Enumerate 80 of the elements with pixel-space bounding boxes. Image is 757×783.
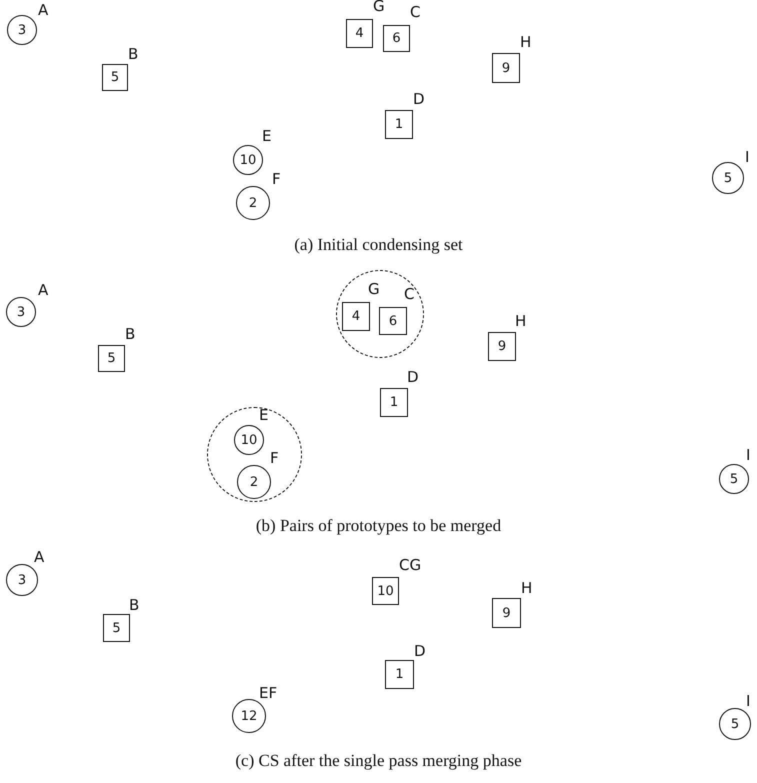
count-label: 6 — [392, 32, 401, 45]
prototype-label: C — [410, 5, 420, 20]
prototype-label: E — [262, 129, 272, 144]
count-label: 4 — [352, 310, 360, 323]
prototype-circle — [719, 708, 751, 740]
prototype-label: I — [746, 448, 750, 463]
prototype-square — [346, 19, 373, 48]
count-label: 5 — [730, 718, 740, 730]
prototype-label: B — [128, 47, 138, 62]
count-label: 3 — [18, 24, 26, 36]
count-label: 5 — [730, 472, 738, 486]
prototype-label: H — [515, 314, 526, 329]
prototype-label: A — [34, 550, 44, 565]
prototype-square — [380, 388, 408, 417]
prototype-label: EF — [259, 686, 278, 701]
prototype-label: F — [270, 451, 279, 466]
prototype-square — [379, 307, 407, 335]
prototype-label: D — [414, 644, 426, 659]
prototype-label: CG — [399, 558, 422, 573]
count-label: 1 — [394, 118, 404, 131]
prototype-circle — [7, 15, 37, 45]
prototype-label: D — [407, 370, 419, 385]
prototype-square — [342, 302, 370, 331]
count-label: 2 — [250, 476, 258, 488]
prototype-label: A — [38, 3, 48, 18]
prototype-circle — [234, 425, 264, 455]
prototype-square — [372, 577, 399, 605]
prototype-circle — [232, 699, 266, 733]
count-label: 1 — [395, 668, 404, 681]
count-label: 10 — [240, 434, 258, 446]
prototype-label: B — [125, 327, 136, 342]
prototype-circle — [237, 465, 271, 499]
prototype-circle — [719, 464, 749, 494]
prototype-label: D — [413, 92, 425, 107]
prototype-label: A — [38, 283, 48, 298]
prototype-square — [385, 110, 413, 139]
count-label: 1 — [390, 396, 398, 409]
count-label: 9 — [502, 62, 510, 74]
prototype-square — [383, 25, 410, 52]
count-label: 5 — [110, 71, 120, 84]
count-label: 12 — [240, 710, 258, 722]
count-label: 2 — [248, 196, 258, 210]
count-label: 3 — [18, 574, 26, 586]
prototype-label: H — [521, 581, 532, 596]
subfigure-caption: (c) CS after the single pass merging phase — [235, 751, 522, 770]
merge-group-circle — [336, 270, 424, 358]
prototype-label: F — [272, 172, 281, 187]
prototype-circle — [6, 297, 36, 327]
prototype-label: I — [745, 150, 750, 165]
merge-group-circle — [207, 407, 302, 502]
count-label: 10 — [377, 584, 394, 598]
prototype-label: E — [259, 408, 268, 423]
prototype-square — [492, 598, 521, 628]
count-label: 5 — [107, 352, 116, 365]
prototype-label: H — [520, 35, 532, 50]
prototype-label: G — [368, 282, 380, 297]
prototype-label: B — [129, 598, 140, 613]
prototype-label: I — [746, 694, 750, 709]
count-label: 4 — [355, 27, 364, 40]
subfigure-caption: (a) Initial condensing set — [294, 235, 463, 254]
prototype-circle — [236, 186, 270, 220]
prototype-circle — [6, 564, 38, 596]
subfigure-caption: (b) Pairs of prototypes to be merged — [256, 516, 502, 535]
count-label: 9 — [498, 340, 506, 353]
count-label: 10 — [240, 154, 256, 166]
prototype-label: G — [373, 0, 385, 14]
count-label: 6 — [388, 314, 398, 328]
prototype-square — [385, 660, 414, 689]
count-label: 5 — [724, 172, 732, 184]
prototype-circle — [233, 145, 263, 175]
prototype-square — [492, 53, 520, 83]
prototype-square — [103, 614, 130, 642]
count-label: 9 — [502, 606, 511, 620]
prototype-square — [102, 64, 128, 91]
count-label: 3 — [16, 306, 26, 318]
prototype-square — [98, 345, 125, 372]
prototype-label: C — [404, 287, 414, 302]
prototype-square — [488, 332, 516, 361]
count-label: 5 — [112, 622, 121, 634]
prototype-circle — [712, 162, 744, 194]
